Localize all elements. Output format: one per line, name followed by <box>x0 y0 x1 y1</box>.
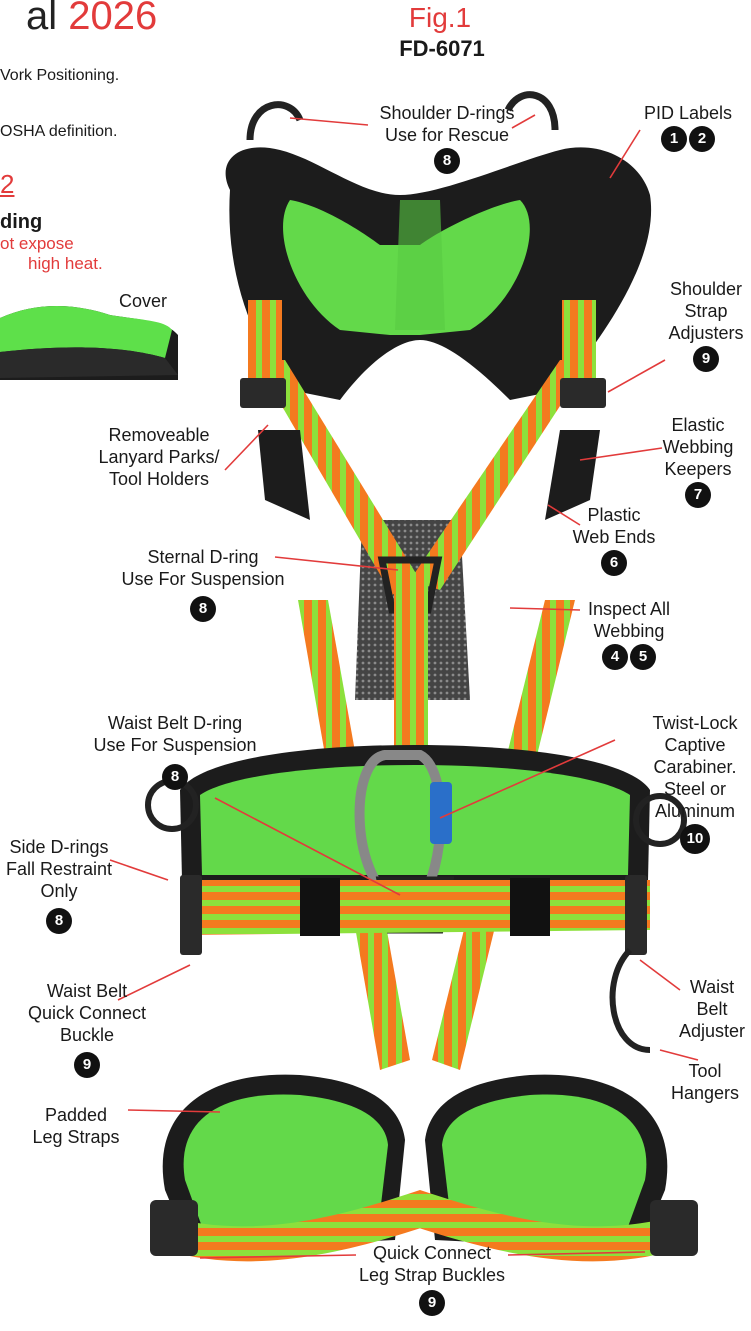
number-badge: 9 <box>693 346 719 372</box>
callout-text: Carabiner. <box>640 756 750 778</box>
callout-waist-dring: Waist Belt D-ring Use For Suspension 8 <box>80 712 270 790</box>
callout-text: Webbing <box>652 436 744 458</box>
number-badge: 2 <box>689 126 715 152</box>
callout-text: Inspect All <box>574 598 684 620</box>
callout-text: PID Labels <box>628 102 748 124</box>
callout-text: Webbing <box>574 620 684 642</box>
callout-leg-buckles: Quick Connect Leg Strap Buckles 9 <box>342 1242 522 1316</box>
waist-buckle-right <box>625 875 647 955</box>
shoulder-dring-left <box>250 105 300 140</box>
callout-waist-adjuster: Waist Belt Adjuster <box>672 976 751 1042</box>
number-badge: 10 <box>680 824 710 854</box>
callout-text: Elastic <box>652 414 744 436</box>
callout-text: Removeable <box>84 424 234 446</box>
callout-tool-hangers: Tool Hangers <box>662 1060 748 1104</box>
number-badge: 8 <box>46 908 72 934</box>
number-badge: 4 <box>602 644 628 670</box>
tool-hanger <box>613 950 650 1050</box>
callout-text: Quick Connect <box>342 1242 522 1264</box>
callout-text: Padded <box>26 1104 126 1126</box>
callout-text: Fall Restraint <box>4 858 114 880</box>
callout-text: Strap <box>660 300 751 322</box>
callout-text: Leg Strap Buckles <box>342 1264 522 1286</box>
number-badge: 8 <box>162 764 188 790</box>
callout-text: Lanyard Parks/ <box>84 446 234 468</box>
callout-waist-buckle: Waist Belt Quick Connect Buckle 9 <box>22 980 152 1078</box>
adjuster-right <box>560 378 606 408</box>
callout-text: Web Ends <box>564 526 664 548</box>
callout-text: Use For Suspension <box>80 734 270 756</box>
waist-belt <box>180 880 650 935</box>
leg-straps <box>160 1075 680 1262</box>
leg-buckle-left <box>150 1200 198 1256</box>
callout-text: Steel or <box>640 778 750 800</box>
callout-sternal-dring: Sternal D-ring Use For Suspension 8 <box>108 546 298 622</box>
callout-text: Plastic <box>564 504 664 526</box>
lanyard-park-left <box>258 430 310 520</box>
callout-text: Use for Rescue <box>362 124 532 146</box>
callout-text: Waist Belt D-ring <box>80 712 270 734</box>
callout-text: Sternal D-ring <box>108 546 298 568</box>
callout-text: Buckle <box>22 1024 152 1046</box>
callout-elastic-keepers: Elastic Webbing Keepers 7 <box>652 414 744 508</box>
callout-text: Only <box>4 880 114 902</box>
number-badge: 9 <box>74 1052 100 1078</box>
callout-text: Tool <box>662 1060 748 1082</box>
leg-buckle-right <box>650 1200 698 1256</box>
callout-text: Twist-Lock <box>640 712 750 734</box>
callout-text: Shoulder D-rings <box>362 102 532 124</box>
belt-keeper-1 <box>300 878 340 936</box>
callout-side-drings: Side D-rings Fall Restraint Only 8 <box>4 836 114 934</box>
number-badge: 8 <box>190 596 216 622</box>
callout-text: Leg Straps <box>26 1126 126 1148</box>
callout-text: Waist <box>672 976 751 998</box>
callout-text: Belt <box>672 998 751 1020</box>
carabiner-lock <box>430 782 452 844</box>
cover-pad <box>0 306 178 380</box>
callout-text: Hangers <box>662 1082 748 1104</box>
callout-carabiner: Twist-Lock Captive Carabiner. Steel or A… <box>640 712 750 854</box>
callout-lanyard-parks: Removeable Lanyard Parks/ Tool Holders <box>84 424 234 490</box>
callout-shoulder-adjusters: Shoulder Strap Adjusters 9 <box>660 278 751 372</box>
callout-text: Side D-rings <box>4 836 114 858</box>
callout-shoulder-drings: Shoulder D-rings Use for Rescue 8 <box>362 102 532 174</box>
waist-buckle-left <box>180 875 202 955</box>
callout-text: Shoulder <box>660 278 751 300</box>
number-badge: 6 <box>601 550 627 576</box>
number-badge: 5 <box>630 644 656 670</box>
belt-keeper-2 <box>510 878 550 936</box>
callout-text: Waist Belt <box>22 980 152 1002</box>
adjuster-left <box>240 378 286 408</box>
number-badge: 9 <box>419 1290 445 1316</box>
callout-text: Aluminum <box>640 800 750 822</box>
callout-text: Adjuster <box>672 1020 751 1042</box>
number-badge: 7 <box>685 482 711 508</box>
callout-plastic-ends: Plastic Web Ends 6 <box>564 504 664 576</box>
callout-text: Quick Connect <box>22 1002 152 1024</box>
callout-text: Adjusters <box>660 322 751 344</box>
callout-padded-legs: Padded Leg Straps <box>26 1104 126 1148</box>
number-badge: 1 <box>661 126 687 152</box>
callout-text: Captive <box>640 734 750 756</box>
callout-text: Tool Holders <box>84 468 234 490</box>
callout-text: Keepers <box>652 458 744 480</box>
callout-text: Use For Suspension <box>108 568 298 590</box>
number-badge: 8 <box>434 148 460 174</box>
